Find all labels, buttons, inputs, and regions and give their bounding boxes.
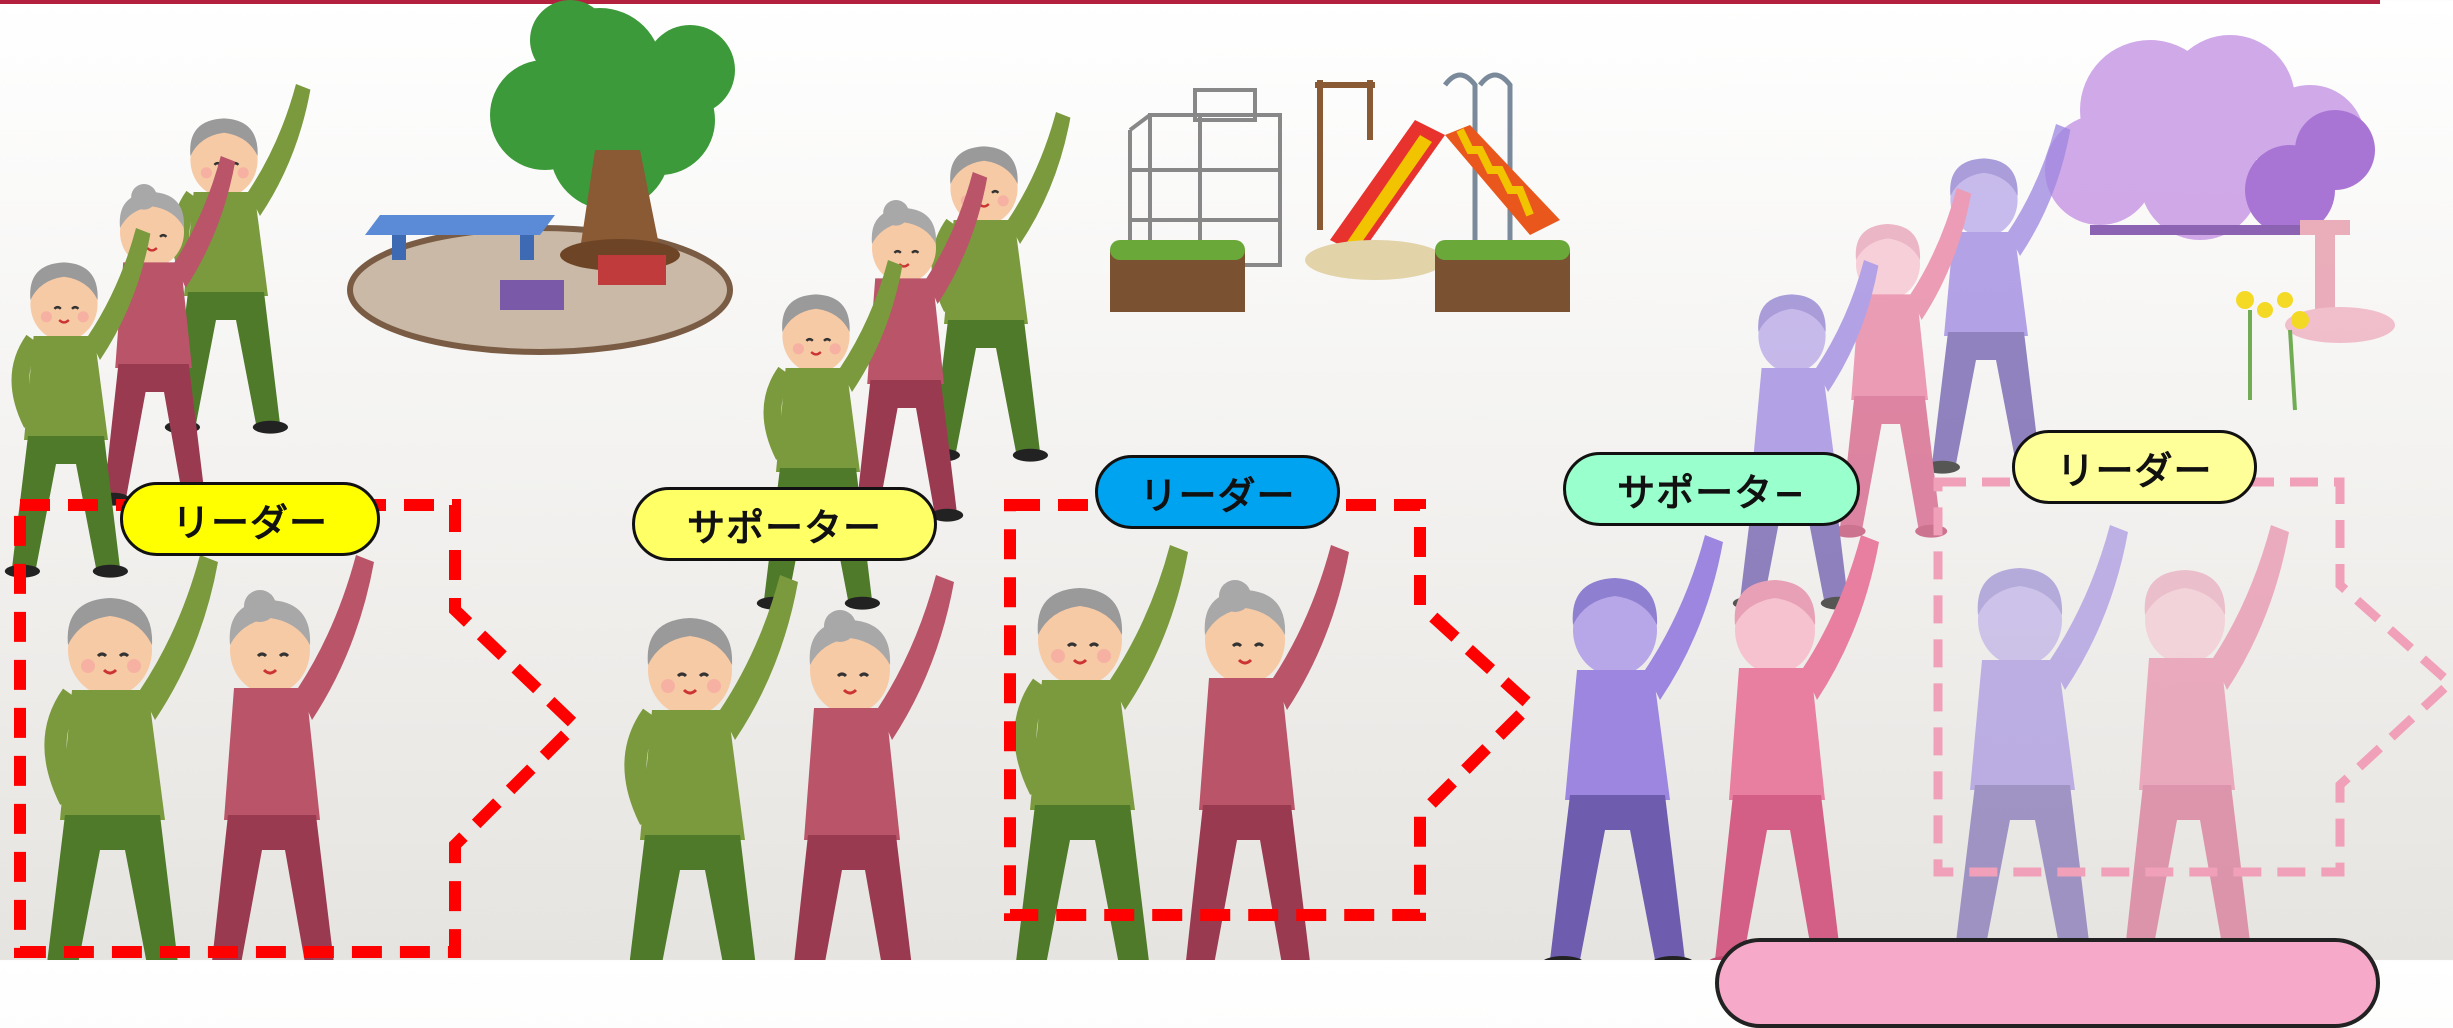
- dashed-arrow-frame-2: [1004, 499, 1539, 921]
- top-accent-bar: [0, 0, 2380, 4]
- leader-label-2: リーダー: [1095, 455, 1340, 529]
- illustration-scene: [0, 0, 2453, 960]
- park-tree-illustration: [347, 0, 735, 355]
- dashed-arrow-frame-1: [14, 499, 584, 958]
- supporter-pair-1: [616, 575, 956, 960]
- dashed-arrow-frame-3: [1933, 477, 2453, 877]
- leader-pair-3-faded: [1946, 525, 2289, 960]
- leader-pair-2: [1006, 545, 1351, 960]
- leader-pair-1: [36, 555, 376, 960]
- supporter-label-2: サポータ−: [1563, 452, 1860, 526]
- bottom-caption-pill: [1715, 938, 2380, 1028]
- leader-label-3: リーダー: [2012, 430, 2257, 504]
- supporter-label-1: サポーター: [632, 487, 937, 561]
- purple-tree-fountain-illustration: [2045, 35, 2395, 411]
- playground-illustration: [1110, 72, 1570, 312]
- exercise-group-3-back: [1732, 124, 2071, 610]
- leader-label-1: リーダー: [120, 482, 380, 556]
